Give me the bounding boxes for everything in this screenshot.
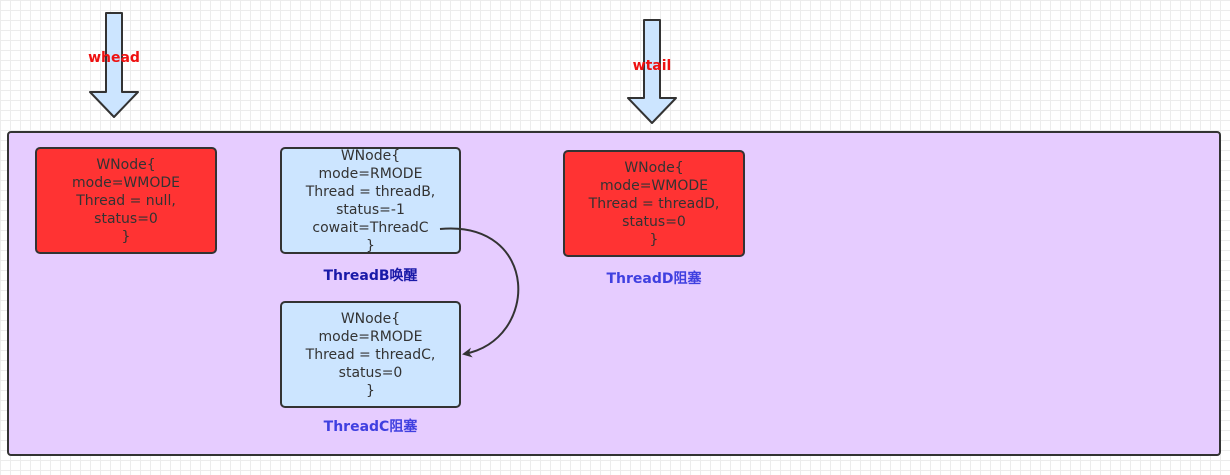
wnode-threadc-line: } xyxy=(366,382,375,399)
wnode-threadd-line: status=0 xyxy=(622,213,686,230)
wtail-arrow xyxy=(627,19,677,124)
wnode-threadc-line: status=0 xyxy=(338,364,403,381)
whead-arrow xyxy=(89,12,139,118)
wnode-threadd: WNode{ mode=WMODE Thread = threadD, stat… xyxy=(563,150,745,257)
wnode-threadb-line: cowait=ThreadC xyxy=(312,219,429,236)
wtail-label: wtail xyxy=(632,58,672,74)
wnode-head-line: Thread = null, xyxy=(76,192,176,209)
wnode-head-line: } xyxy=(121,228,131,245)
cowait-arrow xyxy=(439,227,520,358)
wnode-threadd-line: WNode{ xyxy=(624,159,684,176)
wnode-threadd-line: mode=WMODE xyxy=(599,177,708,194)
wnode-threadc: WNode{ mode=RMODE Thread = threadC, stat… xyxy=(280,301,461,408)
wnode-threadb-line: Thread = threadB, xyxy=(305,183,436,200)
threadc-caption: ThreadC阻塞 xyxy=(323,419,418,435)
wnode-threadc-line: mode=RMODE xyxy=(318,328,423,345)
wnode-threadb-line: status=-1 xyxy=(336,201,405,218)
whead-label: whead xyxy=(88,50,140,66)
wnode-head: WNode{ mode=WMODE Thread = null, status=… xyxy=(35,147,217,254)
wnode-threadc-line: Thread = threadC, xyxy=(305,346,436,363)
wnode-threadb: WNode{ mode=RMODE Thread = threadB, stat… xyxy=(280,147,461,254)
wnode-threadb-line: WNode{ xyxy=(340,147,401,164)
wnode-threadb-line: mode=RMODE xyxy=(318,165,423,182)
wnode-threadb-line: } xyxy=(366,237,375,254)
wnode-threadc-line: WNode{ xyxy=(340,310,401,327)
wnode-head-line: mode=WMODE xyxy=(71,174,180,191)
wnode-threadd-line: } xyxy=(649,231,659,248)
wnode-threadd-line: Thread = threadD, xyxy=(588,195,720,212)
threadb-caption: ThreadB唤醒 xyxy=(323,268,418,284)
threadd-caption: ThreadD阻塞 xyxy=(606,271,702,287)
wnode-head-line: WNode{ xyxy=(96,156,156,173)
wnode-head-line: status=0 xyxy=(94,210,158,227)
